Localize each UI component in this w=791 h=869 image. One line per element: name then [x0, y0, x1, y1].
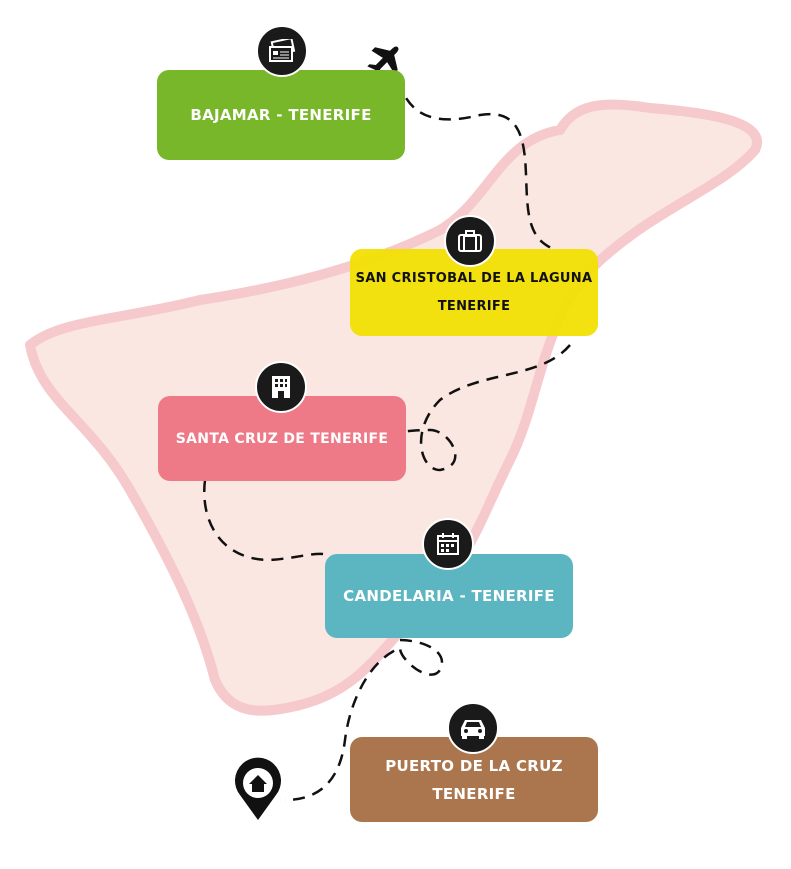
home-pin-icon: [235, 757, 281, 820]
calendar-icon: [422, 518, 474, 570]
airplane-icon: [367, 46, 399, 78]
tickets-icon: [256, 25, 308, 77]
stop-san-cristobal: SAN CRISTOBAL DE LA LAGUNA TENERIFE: [350, 249, 598, 336]
stop-label: BAJAMAR - TENERIFE: [190, 106, 372, 124]
stop-sublabel: TENERIFE: [432, 784, 516, 803]
stop-label: SAN CRISTOBAL DE LA LAGUNA: [355, 270, 593, 286]
stop-label: PUERTO DE LA CRUZ: [385, 756, 563, 775]
car-icon: [447, 702, 499, 754]
suitcase-icon: [444, 215, 496, 267]
stop-label: SANTA CRUZ DE TENERIFE: [175, 430, 389, 447]
route-path: [203, 79, 571, 802]
stop-label: CANDELARIA - TENERIFE: [343, 587, 555, 605]
hotel-icon: [255, 361, 307, 413]
stop-bajamar: BAJAMAR - TENERIFE: [157, 70, 405, 160]
stop-sublabel: TENERIFE: [437, 298, 511, 314]
